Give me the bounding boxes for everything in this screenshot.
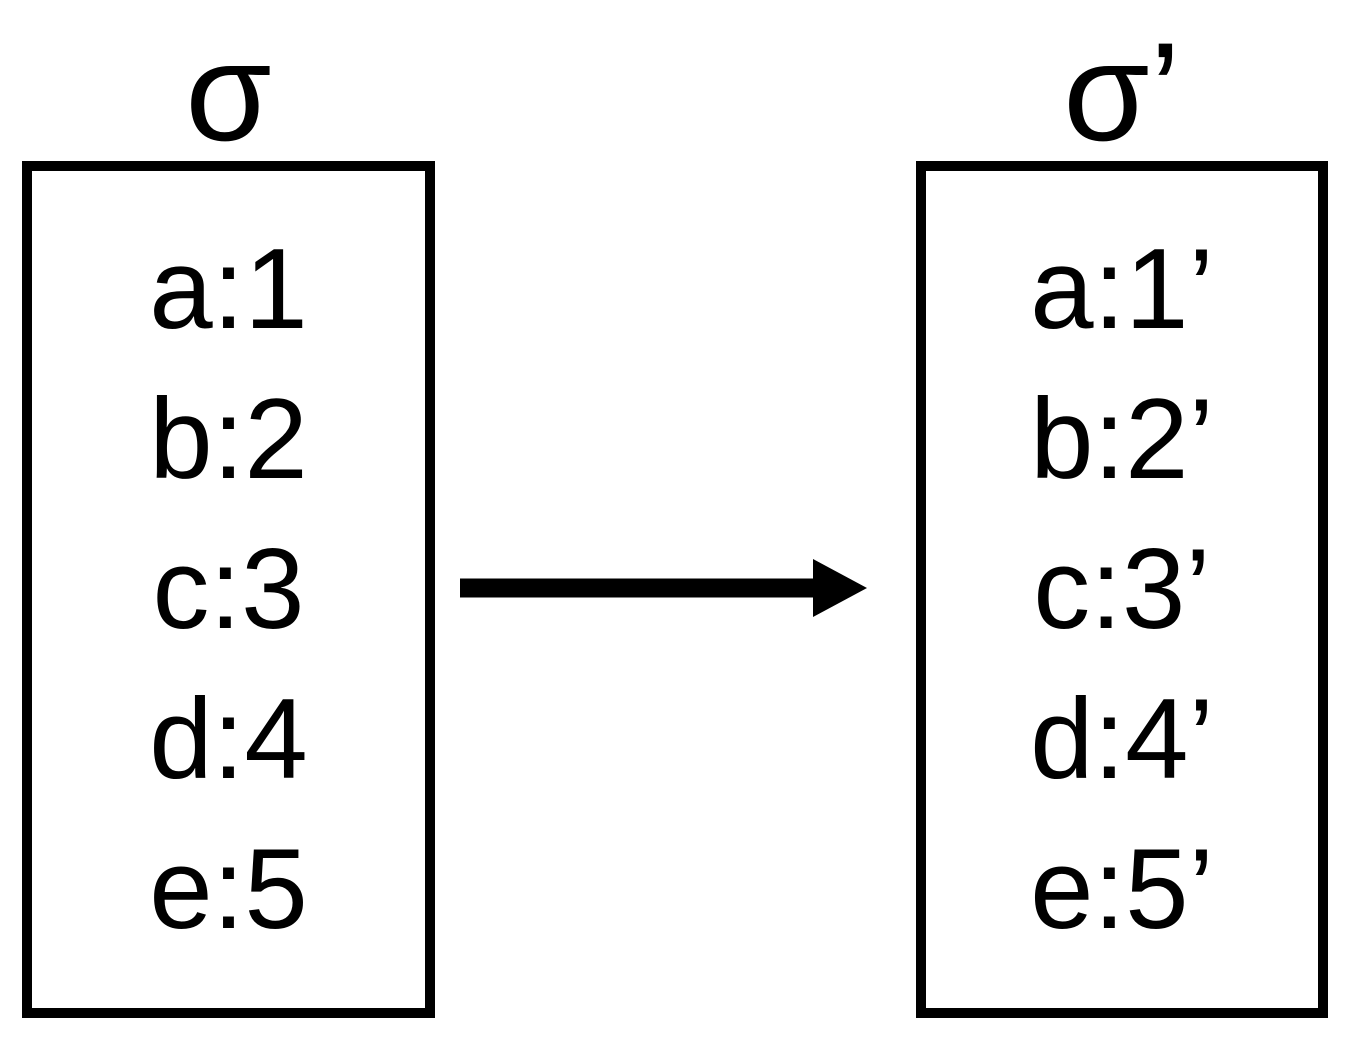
right-state-box: a:1’ b:2’ c:3’ d:4’ e:5’ xyxy=(916,161,1328,1018)
left-state-entry: a:1 xyxy=(149,225,308,353)
left-state-entry: d:4 xyxy=(149,675,308,803)
left-state-entry: b:2 xyxy=(149,375,308,503)
right-state-entry: d:4’ xyxy=(1030,675,1214,803)
right-state-entry: e:5’ xyxy=(1030,825,1214,953)
left-state-entry: c:3 xyxy=(152,525,305,653)
right-arrow-icon xyxy=(460,559,867,617)
left-state-title: σ xyxy=(185,13,272,170)
right-state-title: σ’ xyxy=(1063,13,1181,170)
right-state-entry: c:3’ xyxy=(1033,525,1211,653)
left-state-entry: e:5 xyxy=(149,825,308,953)
left-state-box: a:1 b:2 c:3 d:4 e:5 xyxy=(22,161,435,1018)
right-state-entry: b:2’ xyxy=(1030,375,1214,503)
right-state-entry: a:1’ xyxy=(1030,225,1214,353)
